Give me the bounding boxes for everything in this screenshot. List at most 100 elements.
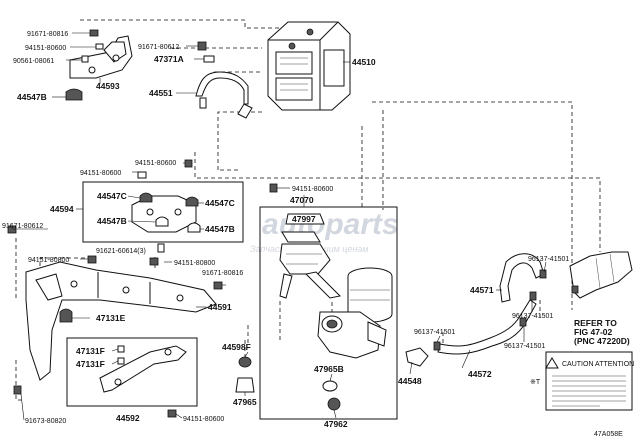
part-label-44510: 44510 [352, 57, 376, 67]
rubber-cushion-icon [65, 88, 83, 101]
clamp-icon [529, 291, 537, 301]
bolt-icon [157, 243, 165, 253]
part-label-44548: 44548 [398, 376, 422, 386]
part-label-91673-80820: 91673-80820 [25, 418, 66, 425]
cushion-icon [139, 192, 153, 203]
part-label-44547c-b: 44547C [205, 198, 235, 208]
part-label-94151-80600-c: 94151-80600 [80, 170, 121, 177]
hose-44572 [405, 299, 537, 367]
part-label-91621-60614: 91621-60614(3) [96, 248, 146, 255]
clamp-icon [571, 285, 579, 294]
part-label-96137-41501-d: 96137-41501 [504, 343, 545, 350]
cushion-icon [322, 380, 338, 392]
cushion-icon [235, 377, 255, 393]
part-label-91671-80612: 91671-80612 [138, 44, 179, 51]
part-label-47131e: 47131E [96, 313, 126, 323]
bolt-icon [87, 255, 97, 264]
part-label-44591: 44591 [208, 302, 232, 312]
part-label-47997: 47997 [292, 214, 316, 224]
part-label-91671-80816-b: 91671-80816 [202, 270, 243, 277]
cushion-icon [327, 397, 341, 411]
part-label-44594: 44594 [50, 204, 74, 214]
leader-lines [12, 32, 547, 421]
nut-icon [81, 55, 89, 63]
part-label-94151-80600: 94151-80600 [25, 45, 66, 52]
part-label-96137-41501-b: 96137-41501 [512, 313, 553, 320]
cushion-icon [59, 308, 73, 323]
part-label-44571: 44571 [470, 285, 494, 295]
bracket-44593 [65, 29, 133, 101]
hose-44571 [499, 251, 633, 303]
subassembly-box-44594 [82, 181, 244, 243]
part-label-91671-80816: 91671-80816 [27, 31, 68, 38]
part-label-44598f: 44598F [222, 342, 251, 352]
bracket-44591 [7, 225, 223, 395]
part-label-91671-80612-b: 91671-80612 [2, 223, 43, 230]
clip-icon [117, 357, 125, 365]
bolt-icon [269, 183, 278, 193]
part-label-44592: 44592 [116, 413, 140, 423]
part-label-94151-80600-e: 94151-80600 [292, 186, 333, 193]
refer-note-line1: REFER TO [574, 318, 617, 328]
part-label-47070: 47070 [290, 195, 314, 205]
warning-icon [545, 357, 559, 369]
bolt-icon [89, 29, 99, 37]
caution-reference-mark: ※T [530, 379, 541, 386]
cushion-icon [185, 196, 199, 207]
grommet-icon [95, 43, 104, 50]
refer-note-line2: FIG 47-02 [574, 327, 613, 337]
part-label-90561-08061: 90561-08061 [13, 58, 54, 65]
watermark: autoparts Запчасти по лучшим ценам [250, 208, 399, 254]
part-label-96137-41501: 96137-41501 [528, 256, 569, 263]
part-label-47962: 47962 [324, 419, 348, 429]
grommet-icon [137, 171, 147, 179]
nut-icon [167, 409, 177, 418]
part-label-44572: 44572 [468, 369, 492, 379]
figure-code: 47A058E [594, 431, 623, 438]
refer-note-line3: (PNC 47220D) [574, 336, 630, 346]
part-label-47131f-b: 47131F [76, 359, 105, 369]
part-label-94151-80800-b: 94151-80800 [174, 260, 215, 267]
subassembly-box-47070 [259, 206, 398, 420]
part-label-44547b: 44547B [17, 92, 47, 102]
clamp-icon [539, 269, 547, 279]
grommet-icon [184, 159, 193, 168]
bolt-icon [13, 385, 22, 395]
watermark-brand: autoparts [262, 208, 399, 241]
part-label-47965: 47965 [233, 397, 257, 407]
part-label-47371a: 47371A [154, 54, 184, 64]
bolt-icon [213, 281, 223, 290]
clamp-icon [203, 55, 215, 63]
pump-assembly-47070 [235, 183, 393, 411]
part-number-labels: 91671-80816 94151-80600 90561-08061 4454… [2, 31, 630, 438]
hose-end-44548 [405, 347, 429, 367]
part-label-44547c: 44547C [97, 191, 127, 201]
cushion-icon [155, 216, 169, 227]
caution-label: CAUTION ATTENTION [545, 351, 634, 411]
label-plate-icon [285, 213, 325, 225]
caution-label-frame [545, 351, 633, 411]
subassembly-box-44592 [66, 337, 198, 407]
part-label-94151-80600-b: 94151-80600 [135, 160, 176, 167]
part-label-44547b-c: 44547B [205, 224, 235, 234]
grommet-icon [238, 356, 252, 368]
clamp-icon [519, 317, 527, 327]
bolt-icon [197, 41, 207, 51]
part-label-47131f: 47131F [76, 346, 105, 356]
clamp-icon [433, 341, 441, 351]
part-label-44551: 44551 [149, 88, 173, 98]
bracket-44592 [99, 345, 187, 418]
caution-title: CAUTION ATTENTION [562, 361, 634, 368]
bolt-icon [149, 257, 159, 266]
part-label-96137-41501-c: 96137-41501 [414, 329, 455, 336]
tube-44551 [195, 41, 253, 119]
cushion-icon [187, 222, 201, 233]
actuator-44510 [267, 21, 351, 111]
part-label-94151-80600-d: 94151-80600 [183, 416, 224, 423]
part-label-44593: 44593 [96, 81, 120, 91]
clip-icon [117, 345, 125, 353]
bolt-icon [7, 225, 17, 234]
part-label-47965b: 47965B [314, 364, 344, 374]
part-label-44547b-b: 44547B [97, 216, 127, 226]
